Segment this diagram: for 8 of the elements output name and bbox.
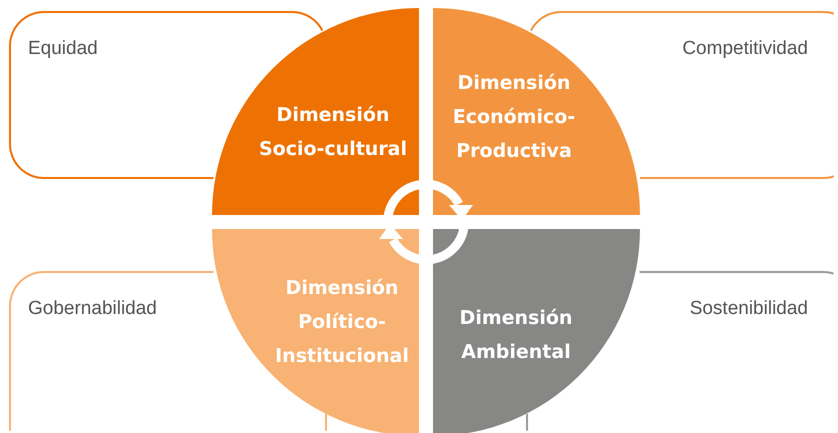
- category-label: Gobernabilidad: [28, 298, 157, 320]
- category-label: Equidad: [28, 38, 98, 60]
- category-label: Sostenibilidad: [690, 298, 808, 320]
- dimension-label: Dimensión Económico-Productiva: [452, 71, 576, 164]
- dimension-label: Dimensión Socio-cultural: [258, 103, 408, 162]
- dimension-label: Dimensión Político-Institucional: [274, 276, 410, 369]
- dimension-label: Dimensión Ambiental: [458, 306, 574, 365]
- category-label: Competitividad: [682, 38, 808, 60]
